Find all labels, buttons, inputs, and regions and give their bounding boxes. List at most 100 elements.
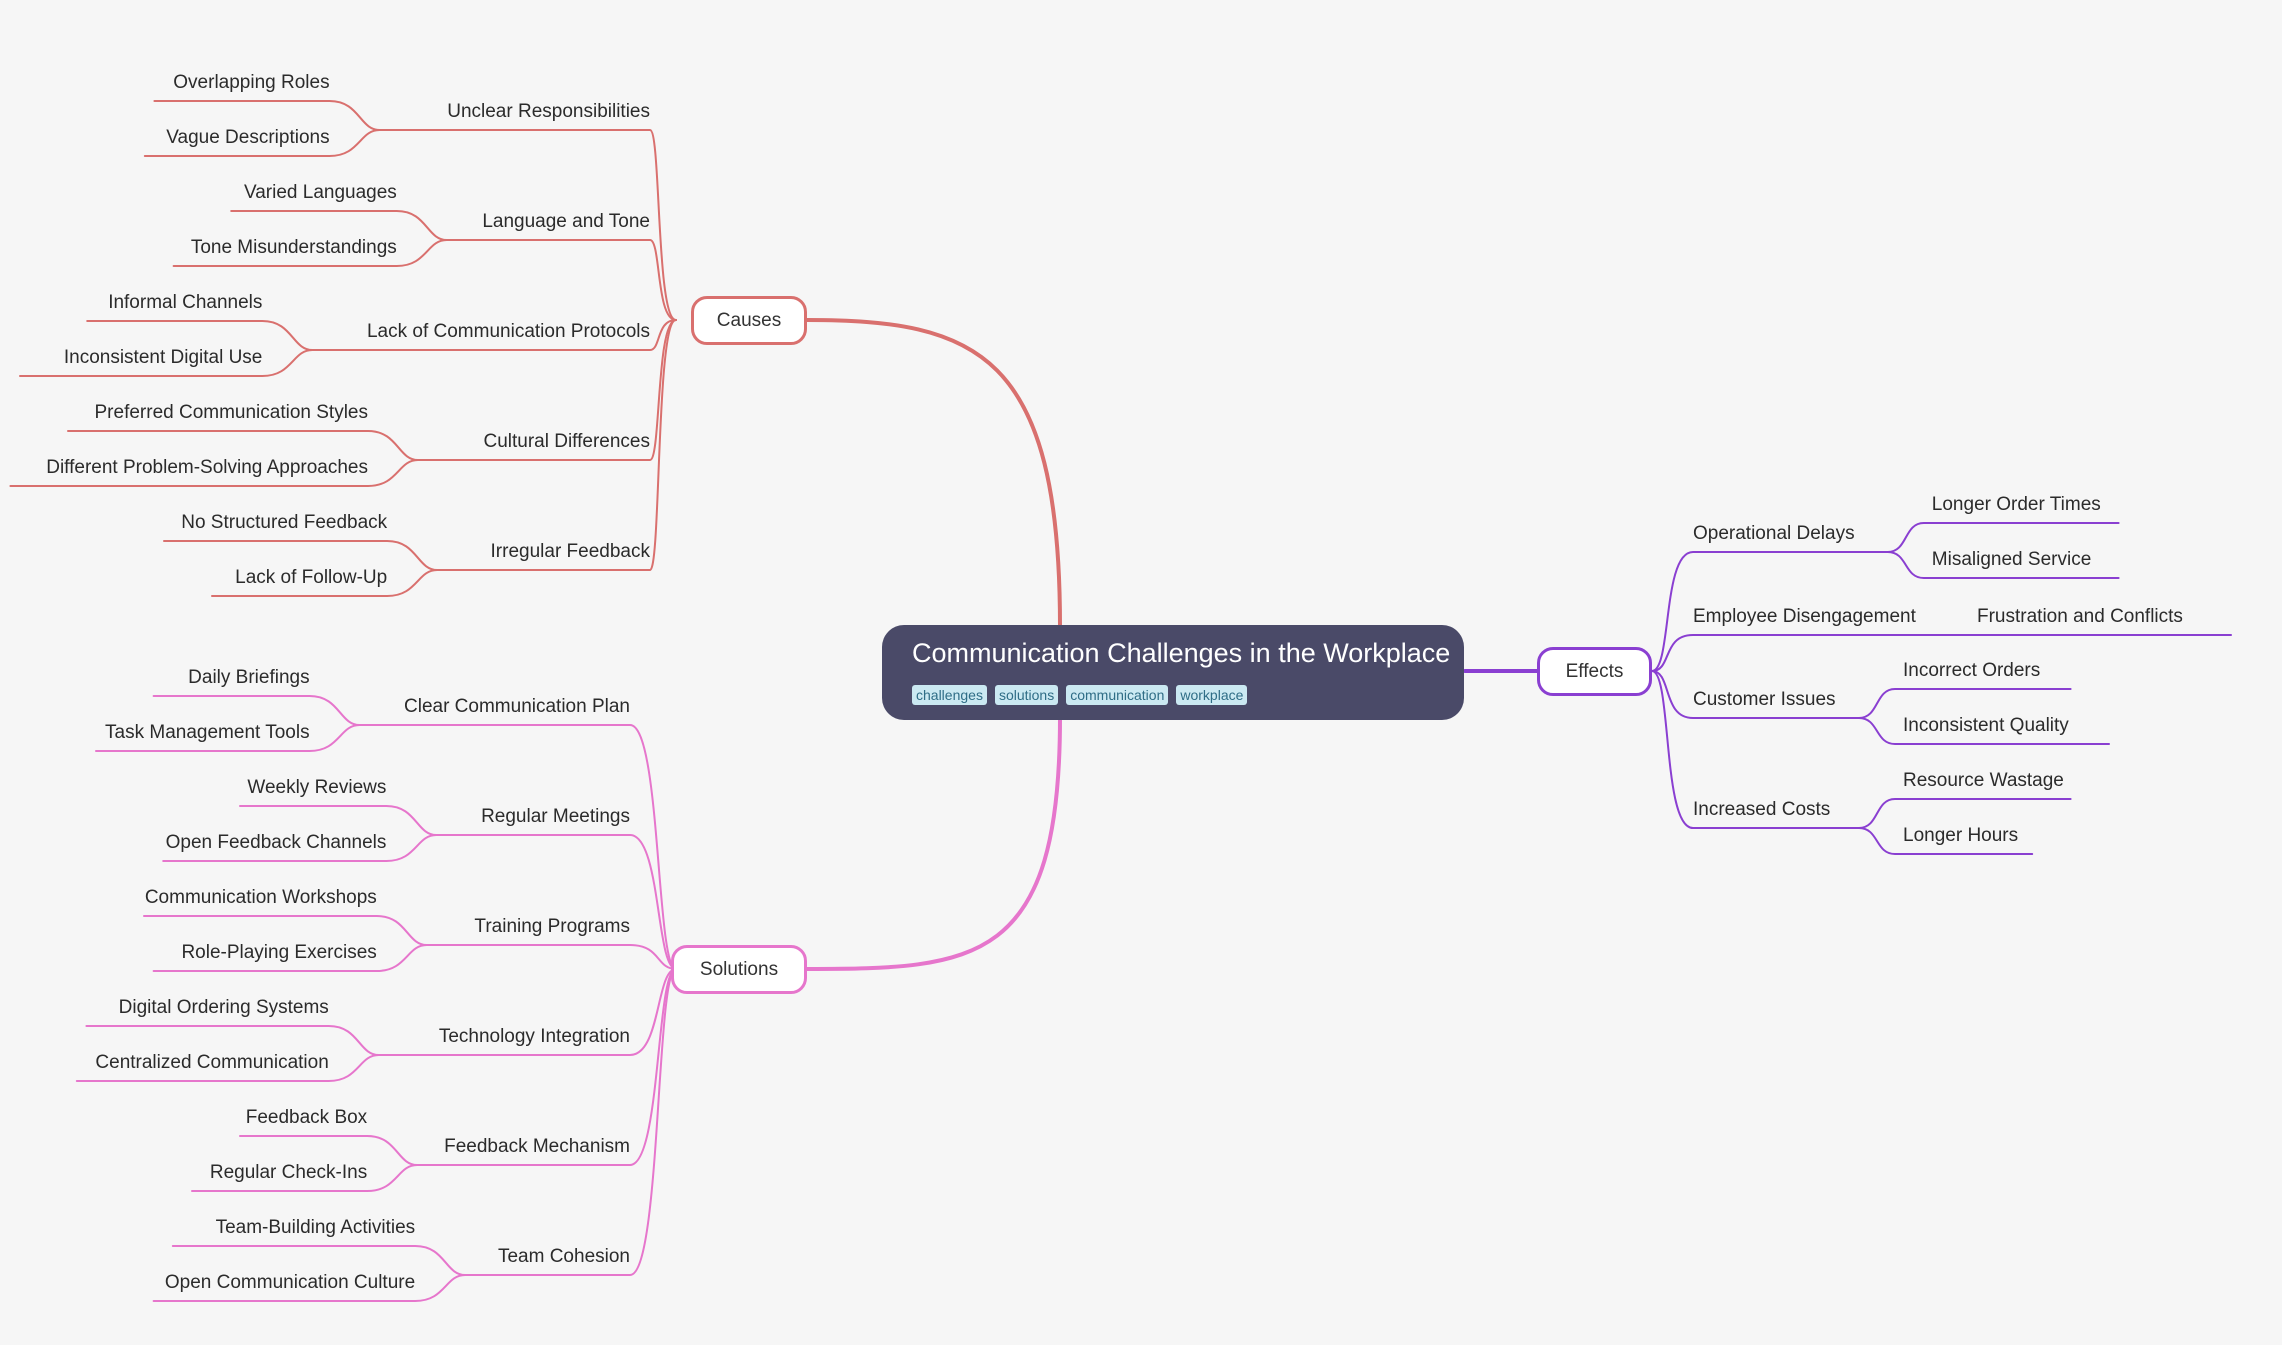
subtopic-misaligned-service[interactable]: Misaligned Service (1931, 549, 2092, 570)
sub-connector (416, 968, 677, 1166)
leaf-connector (143, 915, 428, 946)
topic-language-and-tone[interactable]: Language and Tone (482, 211, 650, 232)
subtopic-digital-ordering-systems[interactable]: Digital Ordering Systems (118, 997, 329, 1018)
subtopic-overlapping-roles[interactable]: Overlapping Roles (173, 72, 330, 93)
leaf-connector (67, 430, 419, 461)
leaf-connector (152, 695, 361, 726)
leaf-connector (1858, 798, 2072, 829)
topic-regular-meetings[interactable]: Regular Meetings (481, 806, 630, 827)
sub-connector (435, 834, 677, 970)
subtopic-frustration-and-conflicts[interactable]: Frustration and Conflicts (1977, 606, 2183, 627)
tag-workplace[interactable]: workplace (1176, 685, 1248, 705)
leaf-connector (86, 320, 314, 351)
subtopic-team-building-activities[interactable]: Team-Building Activities (215, 1217, 416, 1238)
leaf-connector (163, 540, 439, 571)
subtopic-regular-check-ins[interactable]: Regular Check-Ins (209, 1162, 368, 1183)
leaf-connector (1886, 522, 2120, 553)
leaf-connector (1886, 551, 2120, 579)
branch-effects[interactable]: Effects (1537, 647, 1652, 696)
subtopic-daily-briefings[interactable]: Daily Briefings (188, 667, 310, 688)
leaf-connector (9, 459, 419, 487)
branch-connector (805, 716, 1062, 971)
sub-connector (1651, 670, 1860, 719)
leaf-connector (230, 210, 448, 241)
leaf-connector (1858, 827, 2034, 855)
subtopic-feedback-box[interactable]: Feedback Box (245, 1107, 368, 1128)
sub-connector (425, 944, 677, 970)
subtopic-vague-descriptions[interactable]: Vague Descriptions (166, 127, 330, 148)
tag-solutions[interactable]: solutions (994, 685, 1059, 705)
topic-lack-of-communication-protocols[interactable]: Lack of Communication Protocols (366, 321, 650, 342)
leaf-connector (152, 944, 428, 972)
branch-solutions[interactable]: Solutions (671, 945, 807, 994)
subtopic-lack-of-follow-up[interactable]: Lack of Follow-Up (235, 567, 388, 588)
topic-employee-disengagement[interactable]: Employee Disengagement (1693, 606, 1916, 627)
branch-connector (805, 318, 1062, 628)
leaf-connector (162, 834, 438, 862)
tag-challenges[interactable]: challenges (912, 685, 987, 705)
subtopic-role-playing-exercises[interactable]: Role-Playing Exercises (181, 942, 377, 963)
topic-unclear-responsibilities[interactable]: Unclear Responsibilities (447, 101, 650, 122)
branch-causes[interactable]: Causes (691, 296, 807, 345)
subtopic-inconsistent-quality[interactable]: Inconsistent Quality (1903, 715, 2069, 736)
topic-operational-delays[interactable]: Operational Delays (1693, 523, 1855, 544)
sub-connector (1651, 670, 1860, 829)
leaf-connector (239, 1135, 419, 1166)
topic-irregular-feedback[interactable]: Irregular Feedback (490, 541, 650, 562)
subtopic-open-communication-culture[interactable]: Open Communication Culture (164, 1272, 416, 1293)
subtopic-open-feedback-channels[interactable]: Open Feedback Channels (165, 832, 387, 853)
topic-feedback-mechanism[interactable]: Feedback Mechanism (444, 1136, 630, 1157)
subtopic-different-problem-solving-approaches[interactable]: Different Problem-Solving Approaches (46, 457, 368, 478)
leaf-connector (211, 569, 439, 597)
topic-training-programs[interactable]: Training Programs (474, 916, 630, 937)
subtopic-no-structured-feedback[interactable]: No Structured Feedback (181, 512, 388, 533)
sub-connector (1651, 634, 1928, 672)
central-topic[interactable]: Communication Challenges in the Workplac… (882, 625, 1464, 720)
leaf-connector (1858, 717, 2110, 745)
sub-connector (445, 239, 677, 321)
leaf-connector (19, 349, 314, 377)
leaf-connector (143, 129, 381, 157)
sub-connector (436, 319, 677, 571)
subtopic-informal-channels[interactable]: Informal Channels (108, 292, 263, 313)
subtopic-centralized-communication[interactable]: Centralized Communication (95, 1052, 329, 1073)
sub-connector (311, 319, 677, 351)
sub-connector (417, 319, 677, 461)
tag-communication[interactable]: communication (1066, 685, 1169, 705)
leaf-connector (85, 1025, 380, 1056)
subtopic-weekly-reviews[interactable]: Weekly Reviews (247, 777, 387, 798)
topic-team-cohesion[interactable]: Team Cohesion (497, 1246, 630, 1267)
leaf-connector (172, 239, 448, 267)
sub-connector (464, 968, 677, 1276)
leaf-connector (152, 1274, 467, 1302)
tag-list: challenges solutions communication workp… (912, 685, 1248, 705)
topic-increased-costs[interactable]: Increased Costs (1693, 799, 1831, 820)
central-topic-title: Communication Challenges in the Workplac… (912, 638, 1451, 668)
sub-connector (1651, 551, 1889, 672)
sub-connector (377, 968, 677, 1056)
subtopic-resource-wastage[interactable]: Resource Wastage (1903, 770, 2064, 791)
subtopic-tone-misunderstandings[interactable]: Tone Misunderstandings (190, 237, 397, 258)
topic-customer-issues[interactable]: Customer Issues (1693, 689, 1836, 710)
leaf-connector (1858, 688, 2072, 719)
subtopic-task-management-tools[interactable]: Task Management Tools (105, 722, 310, 743)
topic-technology-integration[interactable]: Technology Integration (438, 1026, 630, 1047)
leaf-connector (191, 1164, 419, 1192)
leaf-connector (75, 1054, 380, 1082)
leaf-connector (239, 805, 438, 836)
subtopic-longer-order-times[interactable]: Longer Order Times (1931, 494, 2101, 515)
subtopic-communication-workshops[interactable]: Communication Workshops (144, 887, 377, 908)
leaf-connector (153, 100, 381, 131)
subtopic-incorrect-orders[interactable]: Incorrect Orders (1903, 660, 2041, 681)
topic-cultural-differences[interactable]: Cultural Differences (483, 431, 650, 452)
leaf-connector (95, 724, 361, 752)
subtopic-inconsistent-digital-use[interactable]: Inconsistent Digital Use (63, 347, 263, 368)
topic-clear-communication-plan[interactable]: Clear Communication Plan (404, 696, 630, 717)
subtopic-preferred-communication-styles[interactable]: Preferred Communication Styles (94, 402, 369, 423)
subtopic-longer-hours[interactable]: Longer Hours (1903, 825, 2019, 846)
leaf-connector (171, 1245, 467, 1276)
sub-connector (378, 129, 677, 321)
subtopic-varied-languages[interactable]: Varied Languages (243, 182, 397, 203)
sub-connector (358, 724, 677, 970)
